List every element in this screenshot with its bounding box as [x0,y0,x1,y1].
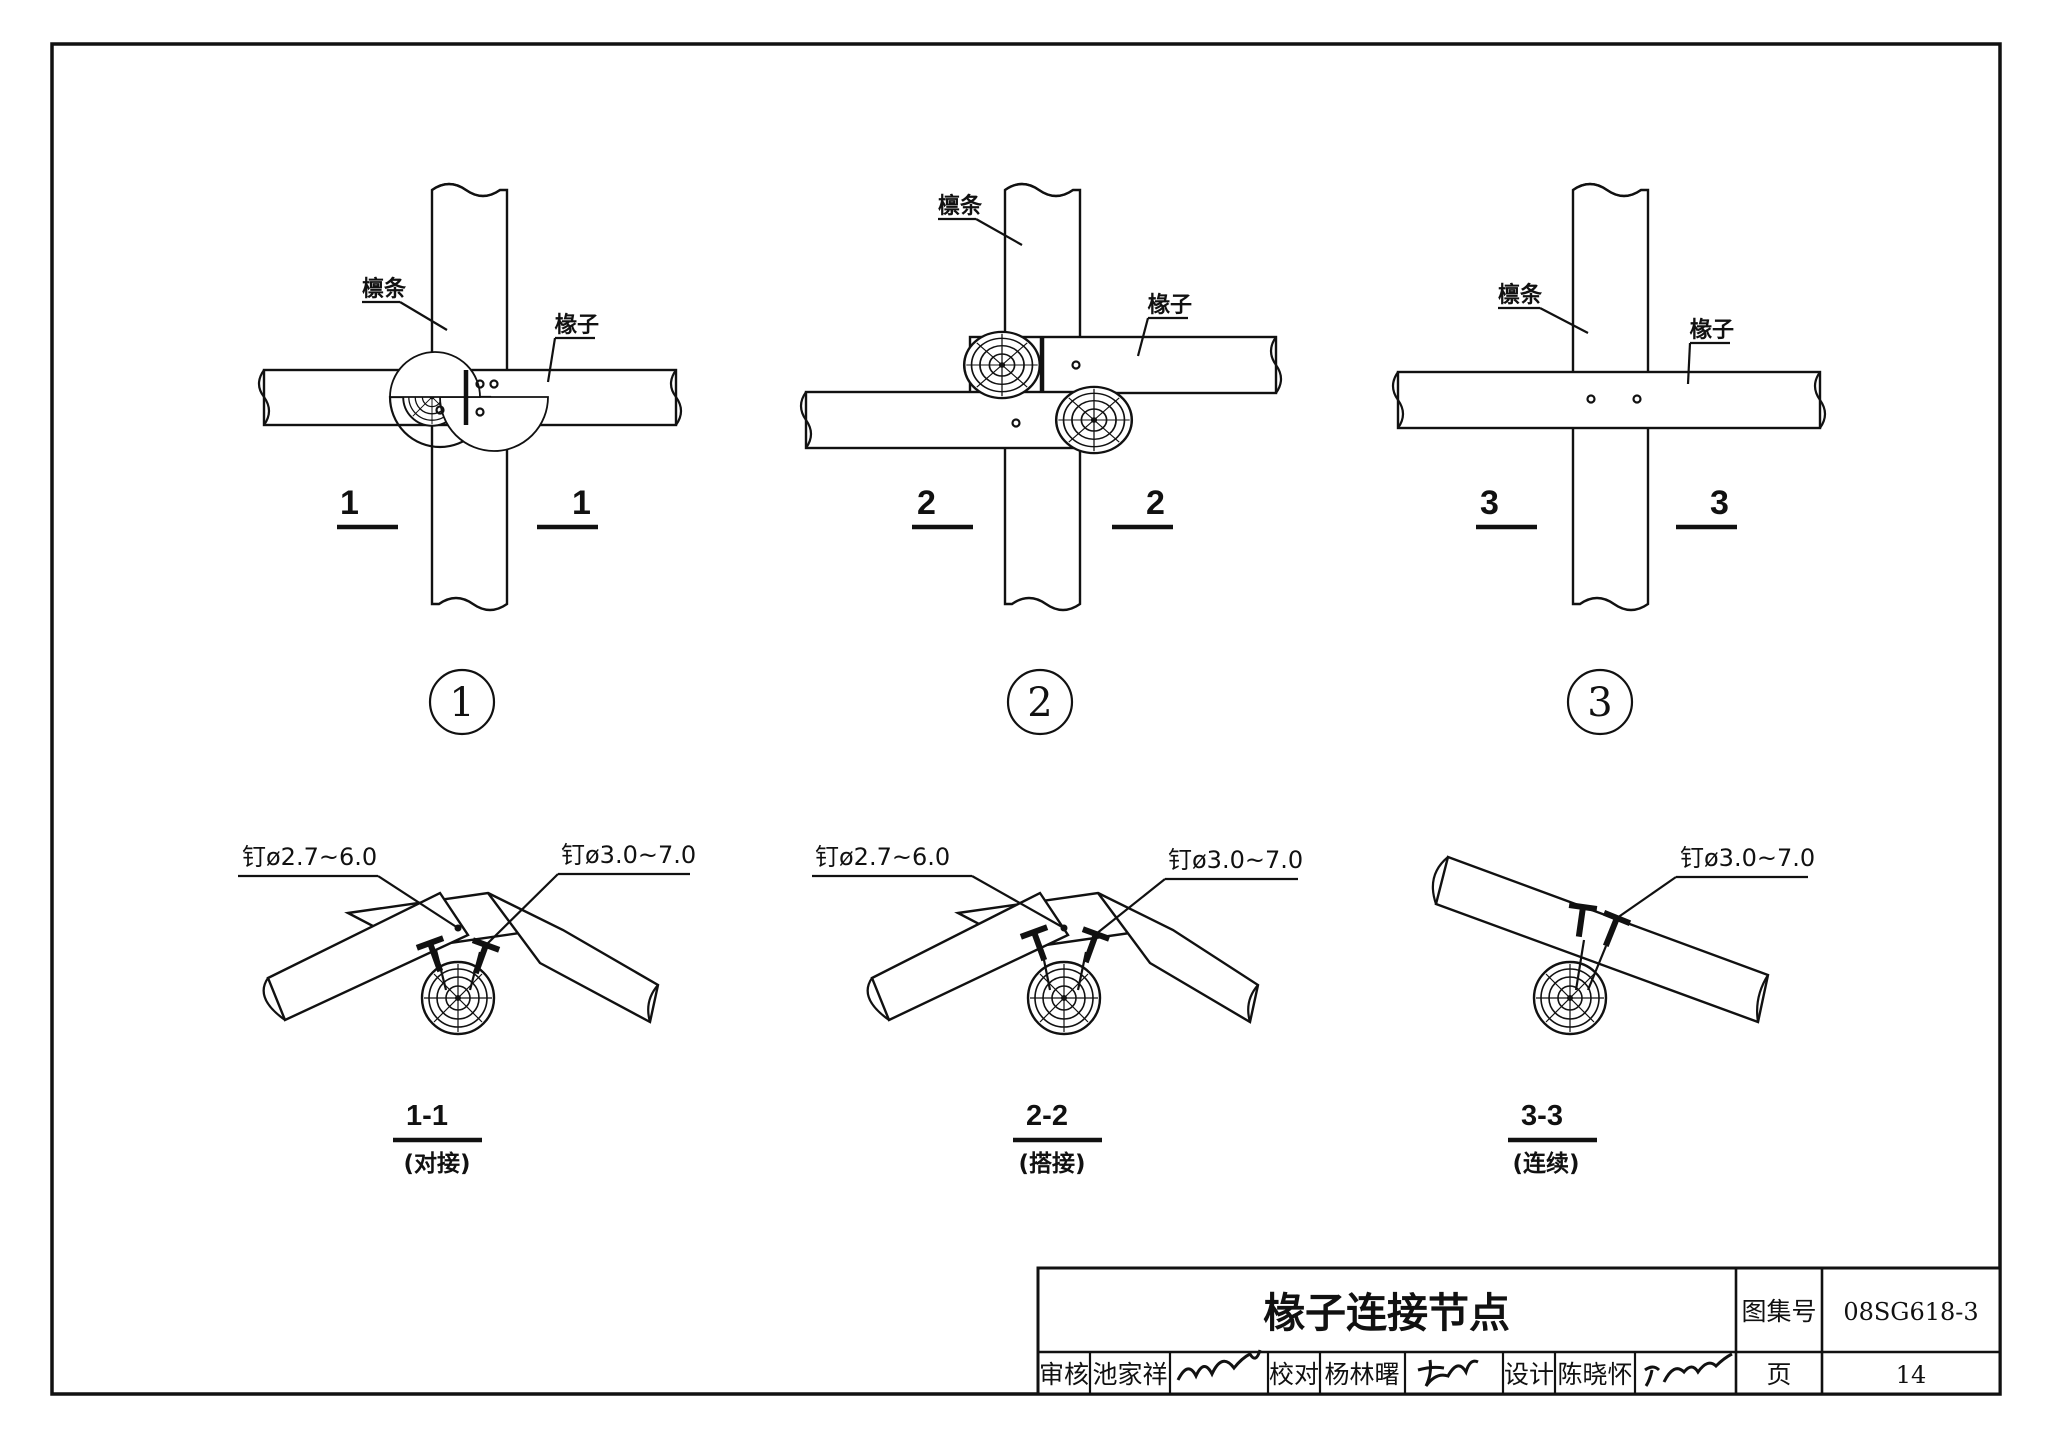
section-2-nail-right: 钉ø3.0~7.0 [1168,846,1303,874]
drawing-title: 椽子连接节点 [1263,1289,1510,1337]
detail-3-rafter [1396,370,1822,430]
detail-1-section-mark-left: 1 [340,484,359,522]
detail-1-section-mark-right: 1 [572,484,591,522]
detail-2-number: 2 [1027,680,1052,726]
detail-2-section-mark-left: 2 [917,484,936,522]
section-2-nail-left: 钉ø2.7~6.0 [815,843,950,871]
section-3-title: 3-3 [1521,1100,1563,1132]
detail-3-callout [1566,668,1634,736]
detail-3-section-mark-left: 3 [1480,484,1499,522]
checker-signature [1417,1359,1479,1387]
reviewer-name: 池家祥 [1092,1360,1167,1389]
section-1-title: 1-1 [406,1100,448,1132]
detail-3-section-mark-right: 3 [1710,484,1729,522]
detail-3-purlin-label: 檩条 [1498,282,1543,308]
section-1-nail-right: 钉ø3.0~7.0 [561,841,696,869]
page-number: 14 [1896,1361,1927,1389]
review-label: 审核 [1039,1360,1089,1389]
section-1-nail-left: 钉ø2.7~6.0 [242,843,377,871]
section-3-3: 钉ø3.0~7.0 3-3 (连续) [1431,844,1815,1177]
sheet-border [50,42,2002,1396]
designer-signature [1644,1352,1733,1387]
detail-2-section-mark-right: 2 [1146,484,1165,522]
detail-1-callout [428,668,496,736]
detail-1-number: 1 [449,680,474,726]
section-2-2: 钉ø2.7~6.0 钉ø3.0~7.0 2-2 (搭接) [812,843,1303,1177]
page-label: 页 [1766,1360,1791,1389]
section-3-subtitle: (连续) [1512,1150,1579,1177]
detail-3-rafter-label: 椽子 [1689,317,1734,343]
detail-3-number: 3 [1587,680,1612,726]
reviewer-signature [1176,1349,1262,1381]
section-2-subtitle: (搭接) [1018,1151,1085,1177]
designer-name: 陈晓怀 [1557,1360,1632,1389]
section-1-1: 钉ø2.7~6.0 钉ø3.0~7.0 1-1 (对接) [238,841,696,1177]
detail-3-plan: 檩条 椽子 3 3 3 [1391,182,1827,736]
section-3-nail-right: 钉ø3.0~7.0 [1680,844,1815,872]
design-label: 设计 [1504,1360,1554,1389]
title-block: 椽子连接节点 图集号 08SG618-3 页 14 审核 池家祥 校对 杨林曙 … [1036,1266,2002,1396]
detail-1-rafter-label: 椽子 [554,312,599,338]
atlas-number-label: 图集号 [1741,1297,1816,1326]
detail-2-plan: 檩条 椽子 2 2 2 [799,182,1283,736]
detail-1-plan: 檩条 椽子 1 1 1 [257,182,683,736]
detail-1-purlin-label: 檩条 [362,276,407,302]
section-1-subtitle: (对接) [403,1151,470,1177]
section-2-title: 2-2 [1026,1100,1068,1132]
checker-name: 杨林曙 [1324,1360,1399,1389]
detail-2-callout [1006,668,1074,736]
detail-2-purlin-label: 檩条 [938,193,983,219]
detail-2-rafter-label: 椽子 [1147,292,1192,318]
atlas-number: 08SG618-3 [1843,1298,1978,1326]
check-label: 校对 [1269,1360,1319,1389]
